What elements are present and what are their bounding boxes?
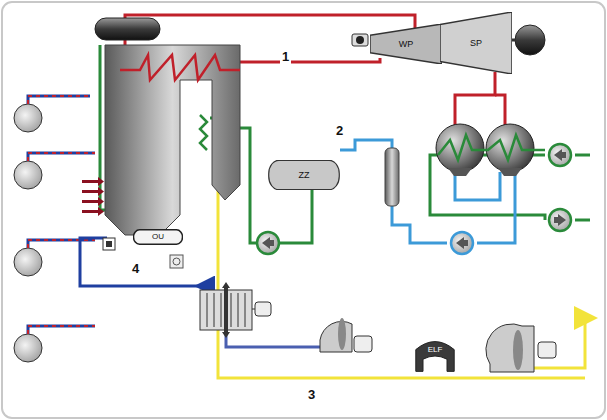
- node-label: SP: [470, 39, 482, 48]
- node-label: OU: [152, 233, 164, 241]
- feedwater-tank: ZZ: [268, 160, 340, 190]
- turbine-lp: SP: [440, 12, 512, 74]
- node-outline: [415, 340, 455, 372]
- callout-number: 4: [130, 262, 141, 276]
- burner-mill: [14, 248, 42, 276]
- burner-mill: [14, 334, 42, 362]
- slag-conveyor: OU: [133, 228, 183, 246]
- callout-number: 3: [306, 388, 317, 402]
- electrostatic-filter: ELF: [415, 340, 455, 372]
- callout-number: 2: [334, 124, 345, 138]
- node-label: WP: [399, 40, 414, 49]
- burner-mill: [14, 104, 42, 132]
- turbine-hp: WP: [370, 24, 442, 64]
- node-label: ELF: [428, 346, 443, 354]
- node-label: ZZ: [299, 171, 310, 180]
- callout-number: 1: [280, 50, 291, 64]
- burner-mill: [14, 161, 42, 189]
